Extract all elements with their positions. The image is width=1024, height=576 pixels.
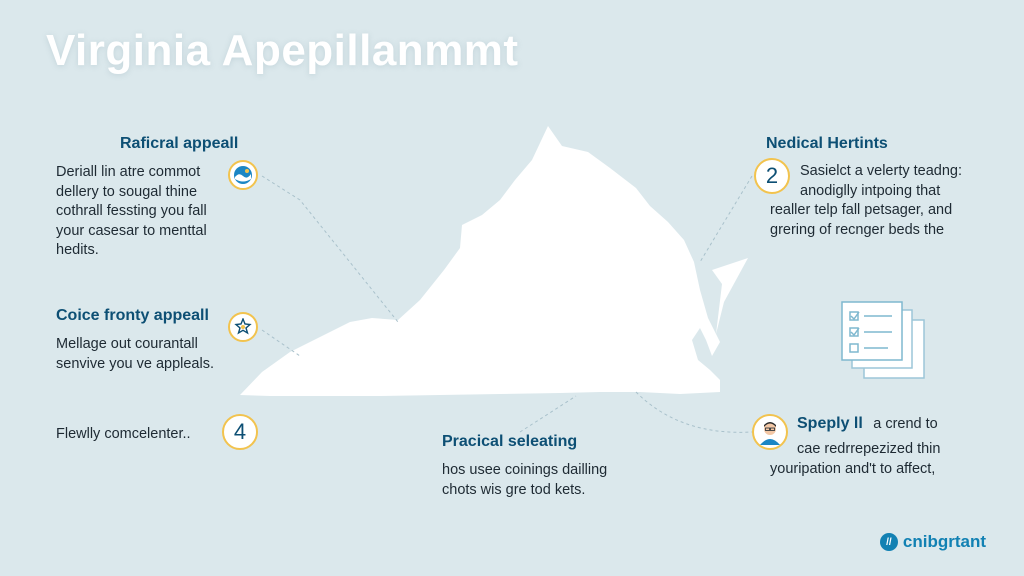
brand-name: cnibgrtant bbox=[902, 532, 986, 551]
block-body: Deriall lin atre commot dellery to souga… bbox=[56, 163, 238, 261]
brand-mark: // bbox=[879, 533, 898, 551]
block-line: cae redrrepezized thin bbox=[797, 441, 941, 457]
block-medical-hertints: Nedical Hertints bbox=[766, 135, 888, 163]
block-line: Flewlly comcelenter.. bbox=[56, 426, 191, 442]
block-line: a crend to bbox=[873, 416, 938, 432]
block-line: Mellage out courantall bbox=[56, 336, 198, 352]
block-practical-selecting: Pracical seleating hos usee coinings dai… bbox=[442, 433, 607, 500]
connector-b1 bbox=[261, 175, 399, 323]
person-avatar-icon bbox=[752, 414, 788, 450]
block-line: hos usee coinings dailling bbox=[442, 462, 608, 478]
page-title: Virginia Apepillanmmt bbox=[46, 26, 519, 75]
connector-b6 bbox=[635, 391, 753, 433]
block-line: Deriall lin atre commot bbox=[56, 164, 201, 180]
block-body: hos usee coinings dailling chots wis gre… bbox=[442, 461, 607, 500]
block-heading: Raficral appeall bbox=[120, 135, 239, 152]
block-body: cae redrrepezized thin youripation and't… bbox=[770, 440, 940, 479]
ribbon-star-icon bbox=[228, 312, 258, 342]
brand-logo: // cnibgrtant bbox=[879, 532, 986, 552]
block-line: cothrall fessting you fall bbox=[56, 203, 207, 219]
block-heading: Speply ll bbox=[797, 415, 863, 432]
block-flexibility: Flewlly comcelenter.. bbox=[56, 425, 191, 445]
connector-b4 bbox=[519, 395, 577, 433]
block-line: Sasielct a velerty teadng: bbox=[800, 163, 963, 179]
block-body: Sasielct a velerty teadng: anodiglly int… bbox=[770, 162, 962, 240]
virginia-silhouette bbox=[240, 126, 720, 396]
step-badge-2: 2 bbox=[754, 158, 790, 194]
block-heading: Pracical seleating bbox=[442, 433, 578, 450]
block-line: hedits. bbox=[56, 242, 99, 258]
block-rational-appeal: Raficral appeall Deriall lin atre commot… bbox=[56, 135, 238, 261]
block-medical-body: Sasielct a velerty teadng: anodiglly int… bbox=[770, 162, 962, 240]
block-body: Flewlly comcelenter.. bbox=[56, 425, 191, 445]
connector-b2 bbox=[261, 329, 301, 357]
block-line: your casesar to menttal bbox=[56, 222, 207, 239]
block-speply: Speply ll a crend to bbox=[797, 415, 938, 433]
block-line: realler telp fall petsager, and bbox=[770, 202, 953, 218]
block-choice-appeal: Coice fronty appeall Mellage out courant… bbox=[56, 307, 214, 374]
step-badge-4: 4 bbox=[222, 414, 258, 450]
block-speply-body: cae redrrepezized thin youripation and't… bbox=[770, 440, 940, 479]
checklist-documents-icon bbox=[841, 301, 925, 379]
pointer-arrow bbox=[712, 258, 748, 334]
block-line: senvive you ve appleals. bbox=[56, 355, 214, 372]
block-heading: Coice fronty appeall bbox=[56, 307, 209, 324]
block-line: chots wis gre tod kets. bbox=[442, 481, 586, 498]
block-line: anodiglly intpoing that bbox=[800, 182, 941, 199]
block-line: grering of recnger beds the bbox=[770, 221, 945, 238]
globe-wave-icon bbox=[228, 160, 258, 190]
block-heading: Nedical Hertints bbox=[766, 135, 888, 152]
block-body: Mellage out courantall senvive you ve ap… bbox=[56, 335, 214, 374]
block-line: youripation and't to affect, bbox=[770, 460, 936, 477]
connector-b5 bbox=[699, 175, 753, 263]
block-line: dellery to sougal thine bbox=[56, 183, 198, 200]
